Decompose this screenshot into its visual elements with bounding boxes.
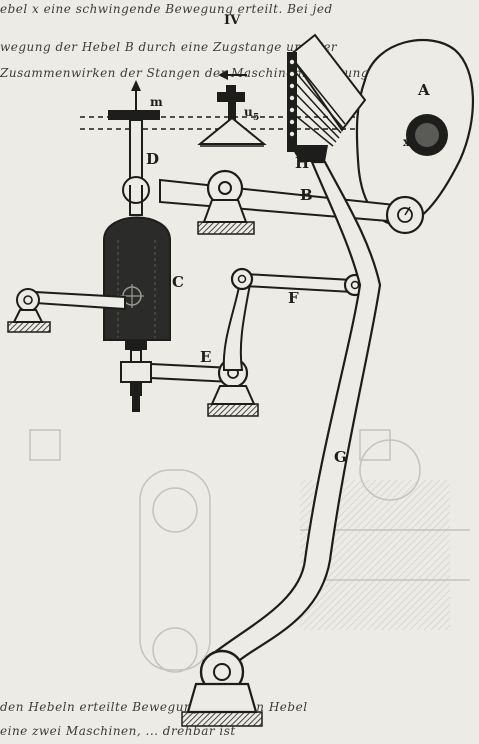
label-u: u — [244, 105, 253, 119]
label-h: H — [295, 154, 309, 172]
background-text-line-2: wegung der Hebel B durch eine Zugstange … — [0, 40, 338, 54]
background-text-line-1: ebel x eine schwingende Bewegung erteilt… — [0, 2, 333, 16]
weight-u5 — [197, 85, 267, 147]
arm-left — [7, 288, 126, 333]
cam-disk-a — [355, 38, 474, 227]
label-g: G — [334, 448, 347, 466]
plate-m — [108, 110, 160, 120]
label-x: x — [403, 135, 411, 149]
label-d: D — [146, 150, 159, 168]
label-f: F — [288, 289, 299, 307]
label-a: A — [417, 81, 430, 99]
label-c: C — [172, 273, 184, 291]
stem-clamp — [120, 340, 152, 412]
rod-d — [122, 119, 150, 216]
link-f — [230, 267, 367, 297]
arrow-left-icon — [218, 70, 247, 80]
label-b: B — [300, 186, 313, 204]
comb-h — [287, 33, 367, 162]
label-u-subscript: 5 — [253, 113, 259, 123]
background-text-line-3: Zusammenwirken der Stangen der Maschinen… — [0, 66, 370, 80]
label-e: E — [200, 348, 211, 366]
lever-e — [150, 280, 259, 417]
background-text-line-5: eine zwei Maschinen, ... drehbar ist — [0, 724, 236, 738]
cylinder-c — [103, 216, 171, 341]
label-m: m — [150, 95, 163, 109]
labels: IV A x B C D E F G H m u 5 — [146, 13, 430, 466]
support-b — [197, 199, 255, 235]
plate-number: IV — [224, 13, 241, 28]
lever-g — [181, 160, 382, 727]
arrow-up-icon — [131, 80, 141, 110]
